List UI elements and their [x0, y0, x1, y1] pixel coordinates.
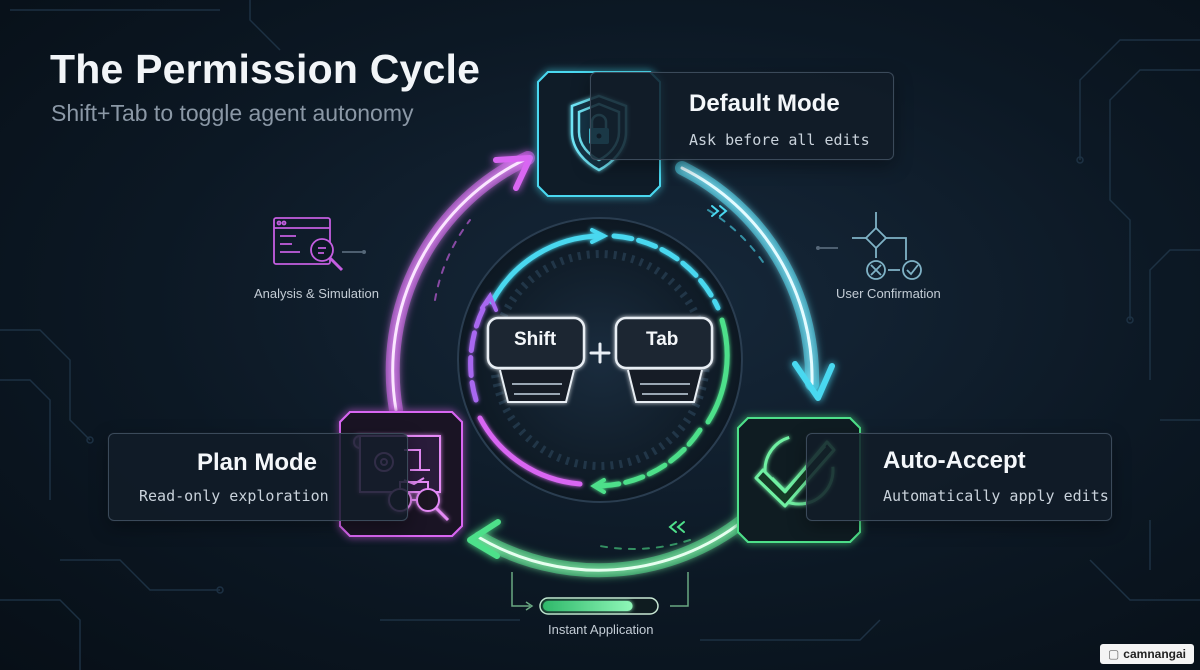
plan-mode-title: Plan Mode — [196, 449, 317, 476]
watermark-text: camnangai — [1123, 647, 1186, 661]
auto-accept-title: Auto-Accept — [883, 447, 1026, 474]
plus-sign — [589, 342, 611, 364]
inner-cycle — [468, 228, 730, 494]
shift-key-label: Shift — [514, 329, 557, 350]
instant-application-label: Instant Application — [548, 622, 654, 637]
progress-fill — [543, 601, 633, 611]
default-mode-card: Default Mode Ask before all edits — [590, 72, 894, 160]
default-mode-title: Default Mode — [689, 90, 840, 117]
analysis-label: Analysis & Simulation — [254, 286, 379, 301]
plan-mode-card: Plan Mode Read-only exploration — [108, 433, 408, 521]
arc-default-to-auto — [675, 161, 835, 401]
page-subtitle: Shift+Tab to toggle agent autonomy — [51, 100, 414, 126]
plan-mode-description: Read-only exploration — [139, 487, 329, 505]
page-title: The Permission Cycle — [50, 46, 481, 92]
watermark: ▢camnangai — [1099, 644, 1194, 664]
auto-accept-description: Automatically apply edits — [883, 487, 1109, 505]
tab-key — [614, 316, 714, 403]
default-mode-description: Ask before all edits — [689, 131, 870, 149]
code-search-icon — [273, 217, 366, 272]
shift-key — [486, 316, 586, 403]
auto-accept-card: Auto-Accept Automatically apply edits — [806, 433, 1112, 521]
decision-flowchart-icon — [816, 212, 922, 280]
arc-auto-to-plan — [467, 513, 751, 578]
progress-bar-icon — [511, 572, 689, 615]
arc-plan-to-default — [385, 151, 535, 417]
tab-key-label: Tab — [646, 329, 679, 350]
book-icon: ▢ — [1107, 647, 1120, 661]
outer-cycle — [385, 151, 835, 578]
confirmation-label: User Confirmation — [836, 286, 941, 301]
